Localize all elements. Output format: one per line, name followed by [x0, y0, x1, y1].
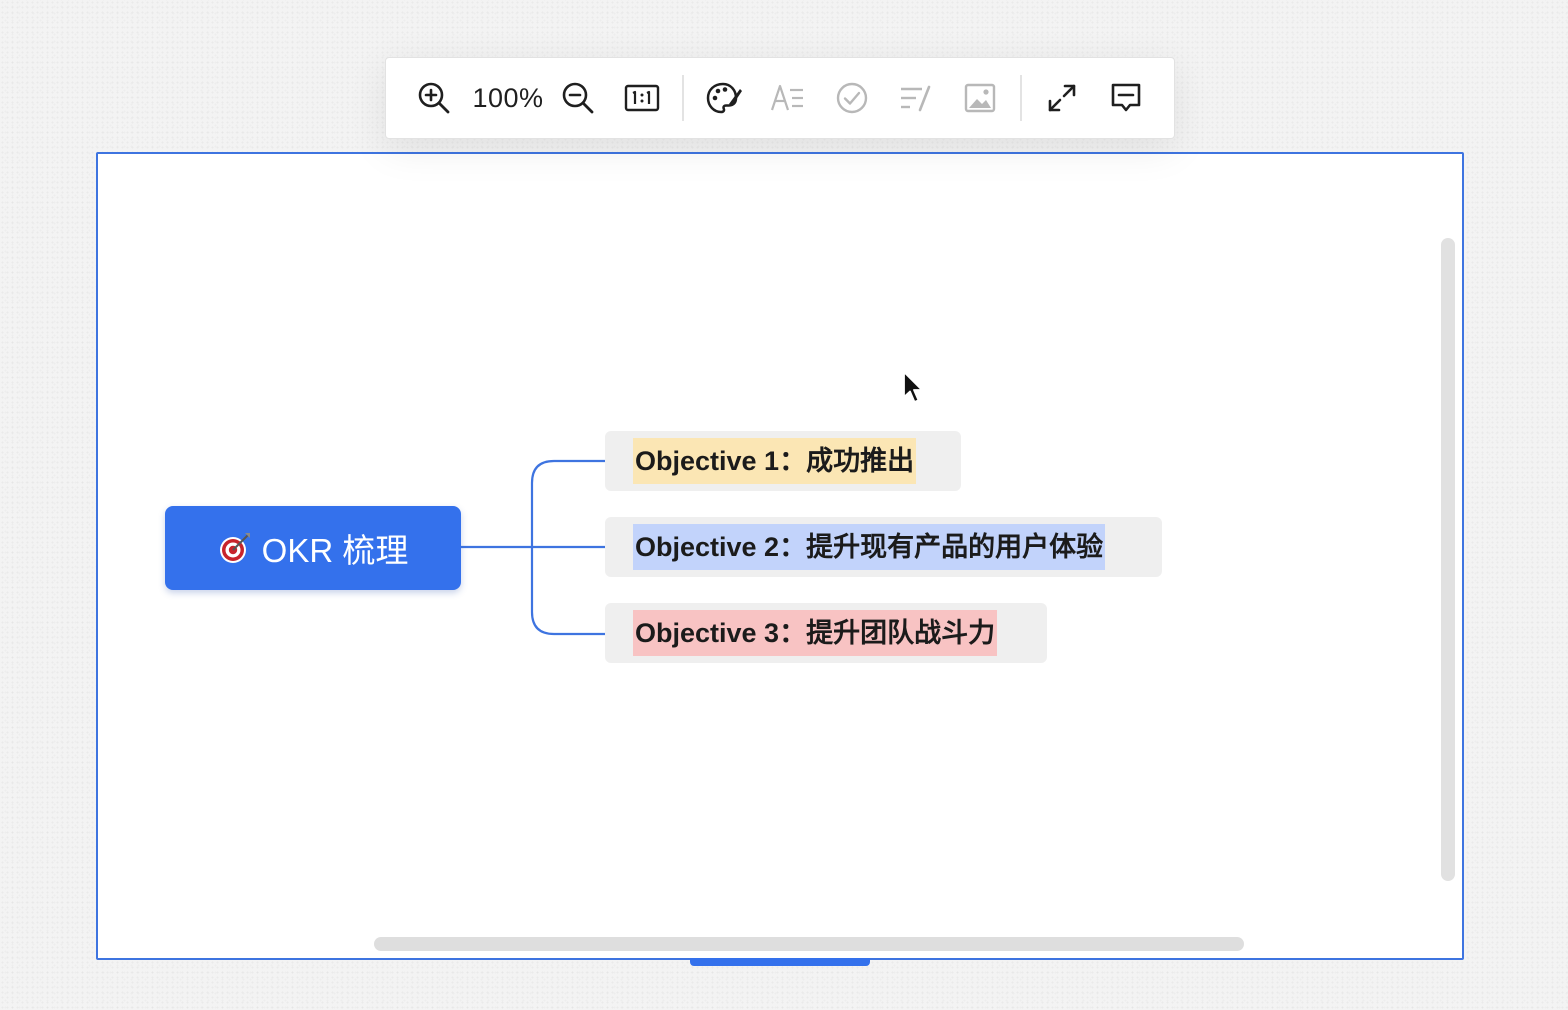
child-label: Objective 2：提升现有产品的用户体验 — [633, 524, 1106, 570]
note-button[interactable] — [896, 58, 936, 138]
fullscreen-button[interactable] — [1042, 58, 1082, 138]
mindmap-canvas[interactable]: OKR 梳理 Objective 1：成功推出 Objective 2：提升现有… — [96, 152, 1464, 960]
palette-icon — [706, 82, 742, 114]
one-to-one-icon — [624, 84, 660, 112]
mindmap-root-node[interactable]: OKR 梳理 — [165, 506, 461, 590]
zoom-in-button[interactable] — [414, 58, 454, 138]
comment-button[interactable] — [1106, 58, 1146, 138]
task-button[interactable] — [832, 58, 872, 138]
toolbar: 100% — [385, 57, 1175, 139]
zoom-level: 100% — [472, 82, 544, 113]
connector-child-1 — [530, 459, 605, 636]
mindmap-child-node-1[interactable]: Objective 1：成功推出 — [605, 431, 961, 491]
toolbar-divider — [682, 75, 684, 121]
zoom-out-icon — [562, 82, 594, 114]
expand-icon — [1048, 84, 1076, 112]
image-icon — [964, 83, 996, 113]
toolbar-divider — [1020, 75, 1022, 121]
text-style-icon — [770, 84, 803, 111]
connector-lines — [461, 459, 605, 636]
actual-size-button[interactable] — [622, 58, 662, 138]
child-label: Objective 3：提升团队战斗力 — [633, 610, 998, 656]
mindmap-child-node-2[interactable]: Objective 2：提升现有产品的用户体验 — [605, 517, 1162, 577]
root-label: OKR 梳理 — [261, 532, 409, 569]
zoom-out-button[interactable] — [558, 58, 598, 138]
text-style-button[interactable] — [768, 58, 808, 138]
check-circle-icon — [836, 82, 868, 114]
canvas-resize-handle[interactable] — [690, 958, 870, 966]
mouse-cursor-icon — [903, 371, 923, 403]
zoom-in-icon — [418, 82, 450, 114]
theme-button[interactable] — [704, 58, 744, 138]
child-label: Objective 1：成功推出 — [633, 438, 917, 484]
dart-target-icon — [219, 533, 250, 563]
mindmap-child-node-3[interactable]: Objective 3：提升团队战斗力 — [605, 603, 1047, 663]
image-button[interactable] — [960, 58, 1000, 138]
note-icon — [901, 85, 931, 112]
horizontal-scrollbar[interactable] — [374, 937, 1244, 951]
vertical-scrollbar[interactable] — [1441, 238, 1455, 881]
comment-icon — [1111, 83, 1141, 112]
